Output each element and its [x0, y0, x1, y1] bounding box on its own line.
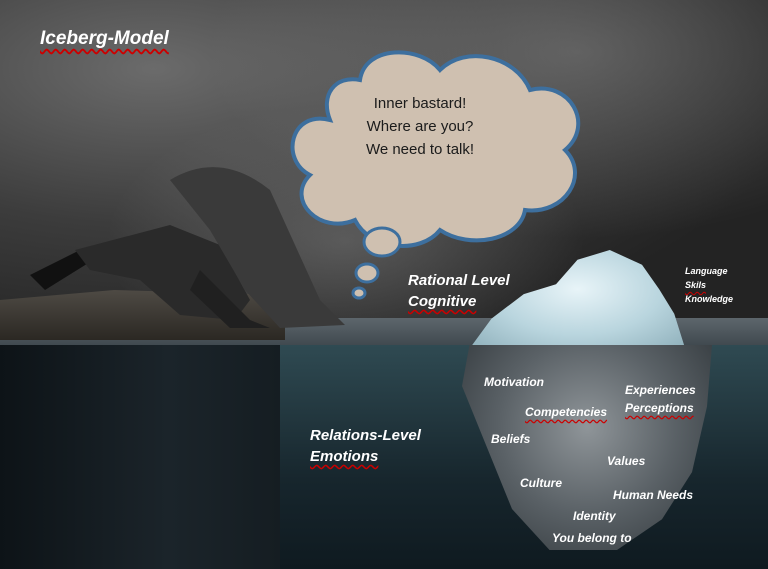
- motivation-label: Motivation: [484, 375, 544, 389]
- relations-level-label: Relations-Level: [310, 427, 421, 444]
- culture-label: Culture: [520, 476, 562, 490]
- perceptions-label: Perceptions: [625, 401, 694, 415]
- page-title: Iceberg-Model: [40, 28, 169, 49]
- experiences-label: Experiences: [625, 383, 696, 397]
- cognitive-label: Cognitive: [408, 293, 477, 310]
- competencies-label: Competencies: [525, 405, 608, 419]
- thought-text: Inner bastard! Where are you? We need to…: [335, 92, 505, 161]
- values-label: Values: [607, 454, 646, 468]
- language-label: Language: [685, 266, 728, 276]
- thought-bubble: [290, 50, 581, 300]
- cliff-face: [0, 345, 280, 569]
- identity-label: Identity: [573, 509, 616, 523]
- thought-line-2: Where are you?: [366, 118, 474, 135]
- thought-line-3: We need to talk!: [365, 141, 475, 158]
- beliefs-label: Beliefs: [491, 432, 531, 446]
- skils-label: Skils: [685, 280, 707, 290]
- rational-level-label: Rational Level: [408, 272, 510, 289]
- belong-label: You belong to: [552, 531, 632, 545]
- human-needs-label: Human Needs: [613, 488, 694, 502]
- thought-line-1: Inner bastard!: [373, 95, 467, 112]
- knowledge-label: Knowledge: [685, 294, 734, 304]
- surface-items: Language Skils Knowledge: [685, 264, 733, 306]
- man-head-in-ground-illustration: [30, 167, 345, 328]
- emotions-label: Emotions: [310, 448, 379, 465]
